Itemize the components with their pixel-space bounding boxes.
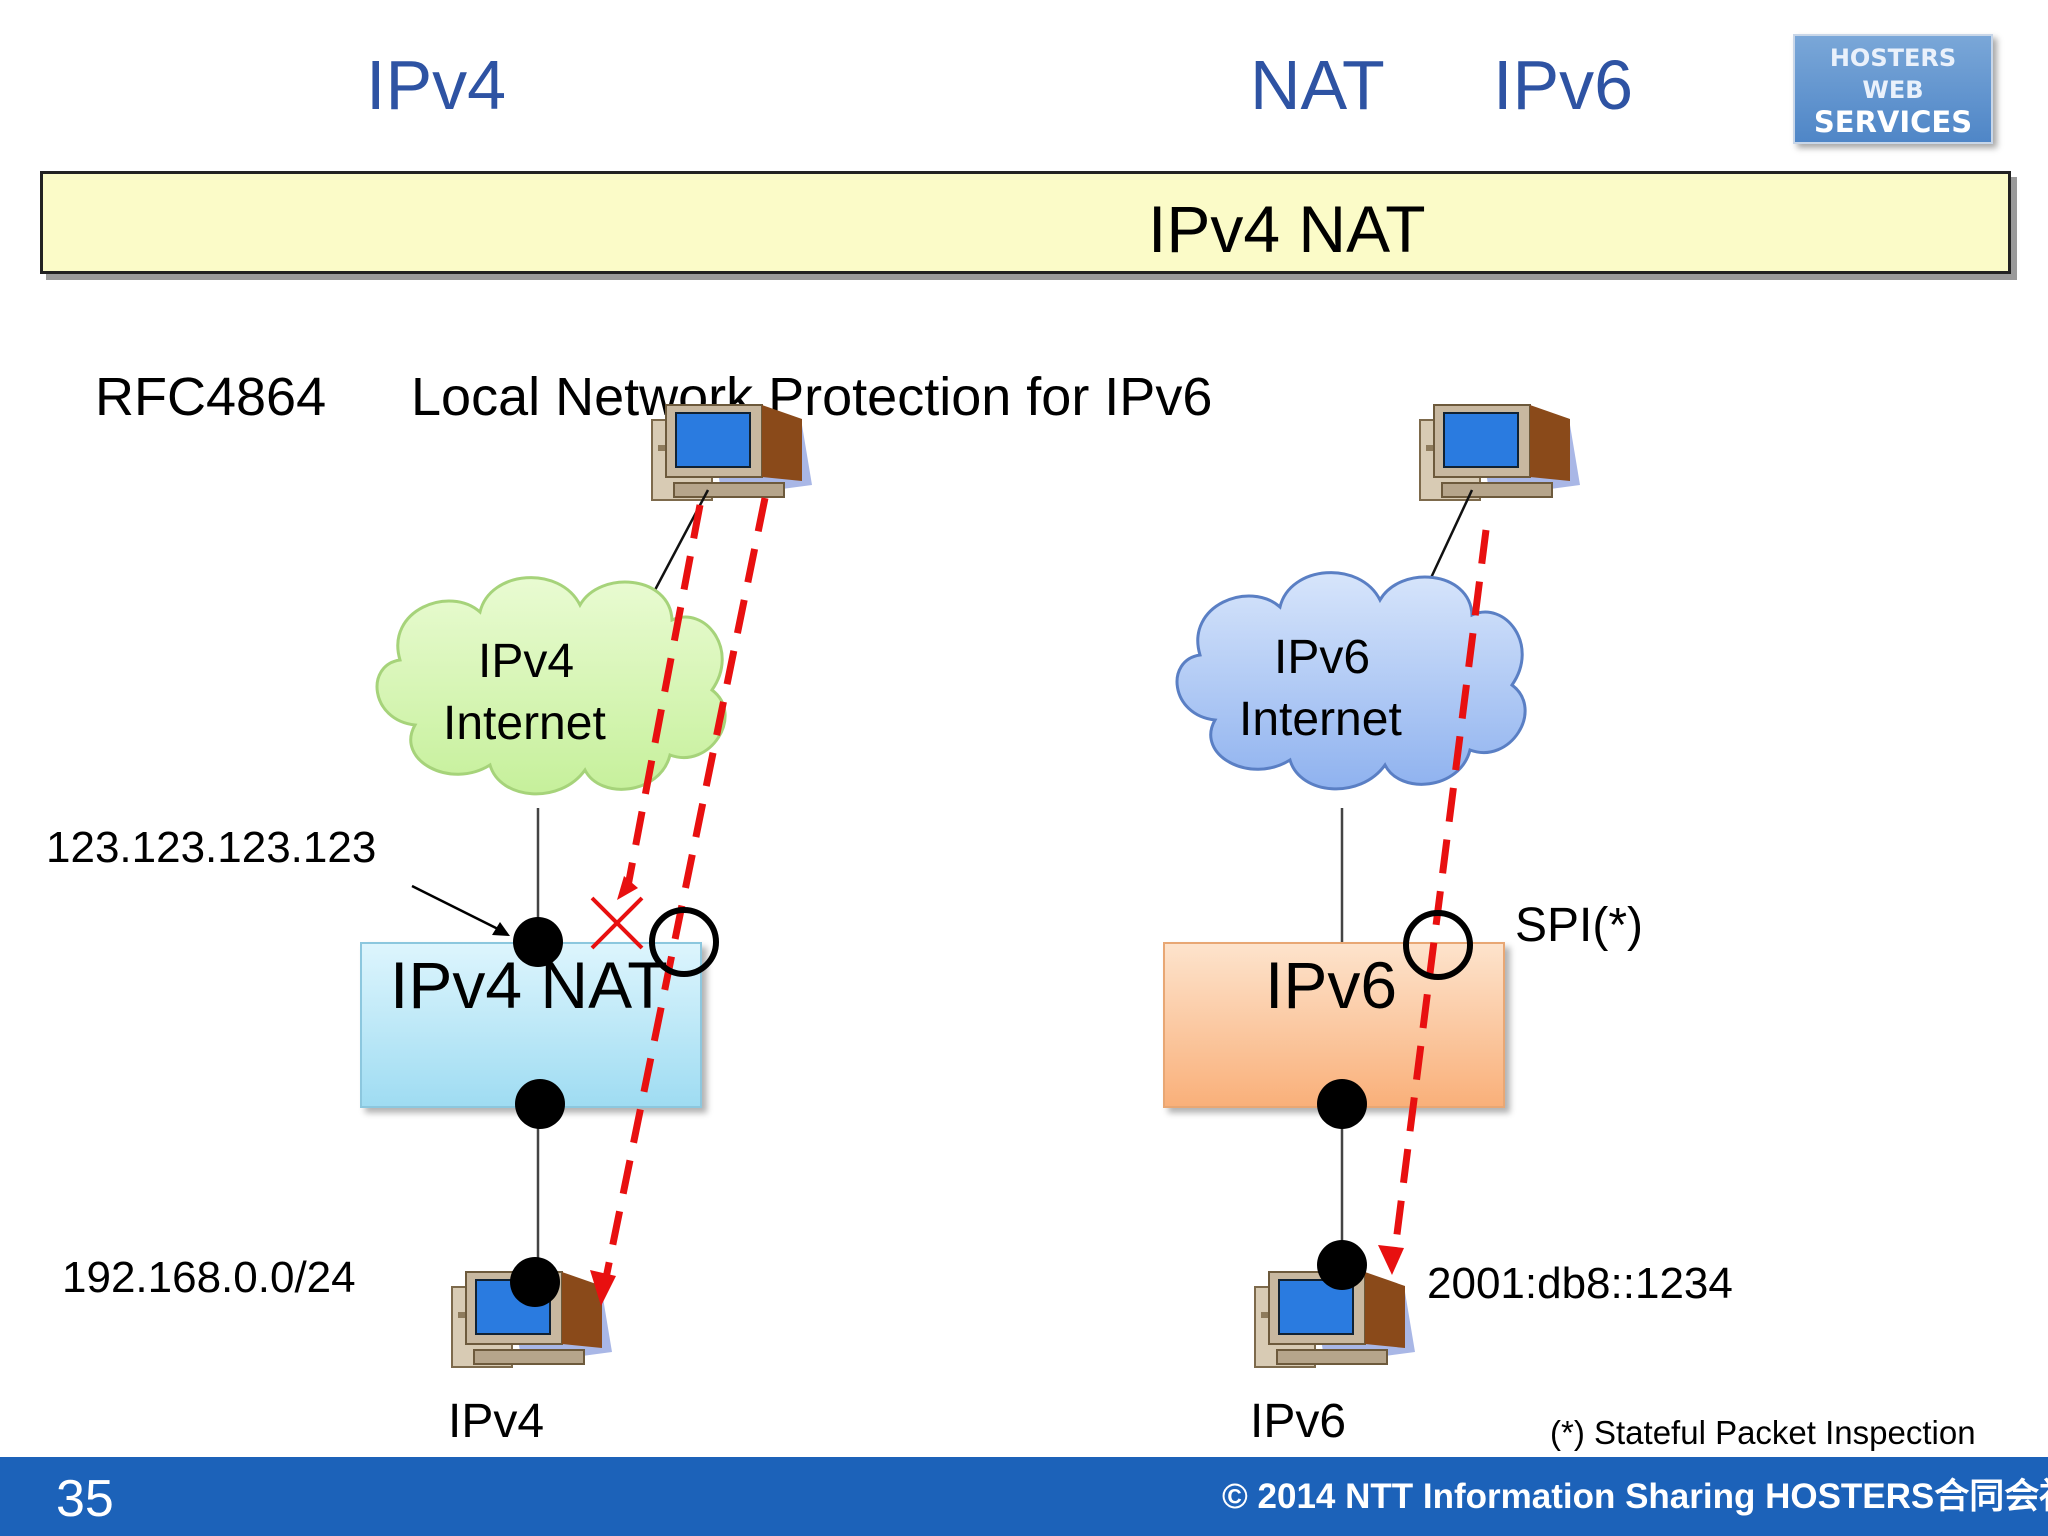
ipv6-host-label: IPv6 [1250, 1395, 1347, 1448]
logo-line-1: HOSTERS [1829, 44, 1957, 72]
ipv6-box-label: IPv6 [1265, 948, 1398, 1022]
ipv4-host-label: IPv4 [448, 1395, 545, 1448]
ipv4-cloud-label-2: Internet [443, 697, 606, 750]
rfc-number: RFC4864 [95, 367, 327, 427]
logo-line-3: SERVICES [1813, 105, 1973, 139]
footnote: (*) Stateful Packet Inspection [1550, 1414, 1976, 1451]
private-network-label: 192.168.0.0/24 [62, 1253, 356, 1302]
ipv4-nat-box-label: IPv4 NAT [390, 948, 668, 1022]
logo-line-2: WEB [1862, 76, 1924, 104]
title-ipv4: IPv4 [366, 46, 507, 124]
banner-title: IPv4 NAT [1148, 192, 1426, 266]
page-number: 35 [56, 1470, 114, 1528]
copyright-text: © 2014 NTT Information Sharing HOSTERS合同… [1222, 1477, 2048, 1516]
slide-banner: IPv4 NAT [40, 171, 2011, 274]
ipv6-internet-cloud [1175, 571, 1527, 791]
ipv6-cloud-label-2: Internet [1239, 693, 1402, 746]
title-ipv6: IPv6 [1493, 46, 1634, 124]
ipv4-internet-cloud [375, 576, 727, 796]
remote-computer-ipv4-icon [651, 404, 813, 501]
footer-bar: 35 © 2014 NTT Information Sharing HOSTER… [0, 1457, 2048, 1536]
remote-computer-ipv6-icon [1419, 404, 1581, 501]
hosters-web-services-logo: HOSTERS WEB SERVICES [1793, 34, 1993, 144]
ipv4-cloud-label-1: IPv4 [478, 635, 575, 688]
public-ip-label: 123.123.123.123 [46, 823, 377, 872]
title-nat: NAT [1250, 46, 1385, 124]
ipv6-address-label: 2001:db8::1234 [1427, 1259, 1733, 1308]
spi-label: SPI(*) [1515, 899, 1644, 952]
rfc-title: Local Network Protection for IPv6 [411, 367, 1213, 427]
ipv6-cloud-label-1: IPv6 [1274, 631, 1371, 684]
